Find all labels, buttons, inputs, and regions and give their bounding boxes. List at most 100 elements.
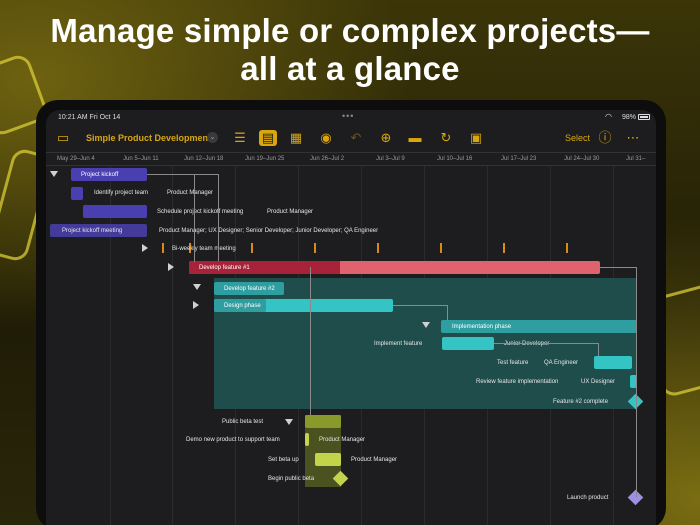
task-label: Public beta test xyxy=(222,419,264,425)
collapse-toggle-icon[interactable] xyxy=(193,284,201,290)
folder-icon[interactable]: ▭ xyxy=(56,130,70,145)
recurring-occurrence[interactable] xyxy=(189,243,191,253)
dependency-line xyxy=(310,267,311,415)
task-bar-schedule-meeting[interactable] xyxy=(83,205,147,218)
task-bar-develop-feature-2[interactable] xyxy=(214,282,284,295)
task-label: Begin public beta xyxy=(268,476,315,482)
task-label: Bi-weekly team meeting xyxy=(172,246,236,252)
gantt-chart: Project kickoff Identify project team Pr… xyxy=(46,166,656,525)
resource-label: Product Manager; UX Designer; Senior Dev… xyxy=(159,228,379,234)
collapse-toggle-icon[interactable] xyxy=(50,171,58,177)
task-label: Review feature implementation xyxy=(476,379,559,385)
recurring-occurrence[interactable] xyxy=(314,243,316,253)
list-outline-icon[interactable]: ☰ xyxy=(234,130,246,145)
timeline-date: Jul 3–Jul 9 xyxy=(376,156,405,162)
recurring-occurrence[interactable] xyxy=(251,243,253,253)
resource-label: UX Designer xyxy=(581,379,616,385)
task-label: Test feature xyxy=(497,360,529,366)
task-label: Project kickoff xyxy=(81,172,119,178)
task-label: Feature #2 complete xyxy=(553,399,609,405)
recurring-occurrence[interactable] xyxy=(162,243,164,253)
grid-line xyxy=(110,166,111,525)
add-icon[interactable]: ⊕ xyxy=(380,130,392,145)
battery-percent: 98% xyxy=(621,114,636,121)
collapse-toggle-icon[interactable] xyxy=(422,322,430,328)
headline: Manage simple or complex projects— all a… xyxy=(0,12,700,88)
task-label: Launch product xyxy=(567,495,609,501)
timeline-header: May 29–Jun 4 Jun 5–Jun 11 Jun 12–Jun 18 … xyxy=(46,152,656,166)
undo-icon[interactable]: ↶ xyxy=(350,130,362,145)
dependency-line xyxy=(494,343,598,344)
task-bar-implementation-phase[interactable] xyxy=(441,320,637,333)
task-bar-review[interactable] xyxy=(630,375,637,388)
expand-toggle-icon[interactable] xyxy=(168,263,174,271)
history-icon[interactable]: ↻ xyxy=(440,130,452,145)
status-bar: 10:21 AM Fri Oct 14 ••• ◠ 98% xyxy=(46,110,656,126)
task-progress-design-phase xyxy=(214,299,266,312)
timeline-date: Jul 31– xyxy=(626,156,646,162)
dependency-line xyxy=(447,305,448,320)
resource-label: Junior Developer xyxy=(504,341,550,347)
multitask-dots-icon[interactable]: ••• xyxy=(342,111,355,121)
calendar-settings-icon[interactable]: ▣ xyxy=(469,130,483,145)
timeline-date: Jun 12–Jun 18 xyxy=(184,156,224,162)
task-label: Set beta up xyxy=(268,457,299,463)
resource-view-icon[interactable]: ▦ xyxy=(289,130,303,145)
recurring-occurrence[interactable] xyxy=(566,243,568,253)
app-screen: 10:21 AM Fri Oct 14 ••• ◠ 98% ▭ Simple P… xyxy=(46,110,656,525)
select-button[interactable]: Select xyxy=(565,133,591,143)
task-bar-demo[interactable] xyxy=(305,433,309,446)
task-label: Project kickoff meeting xyxy=(62,228,123,234)
dependency-line xyxy=(598,343,599,356)
more-icon[interactable]: ⋯ xyxy=(626,130,640,145)
expand-toggle-icon[interactable] xyxy=(142,244,148,252)
resource-label: Product Manager xyxy=(351,457,398,463)
timeline-date: Jun 26–Jul 2 xyxy=(310,156,345,162)
recurring-occurrence[interactable] xyxy=(440,243,442,253)
dependency-line xyxy=(194,174,195,262)
eye-icon[interactable]: ◉ xyxy=(320,130,332,145)
task-bar-identify-team[interactable] xyxy=(71,187,83,200)
task-bar-setup-beta[interactable] xyxy=(315,453,341,466)
recurring-occurrence[interactable] xyxy=(377,243,379,253)
resource-label: Product Manager xyxy=(167,190,214,196)
timeline-date: May 29–Jun 4 xyxy=(57,156,95,162)
timeline-date: Jul 17–Jul 23 xyxy=(501,156,537,162)
headline-line-1: Manage simple or complex projects— xyxy=(50,12,650,49)
status-time: 10:21 AM Fri Oct 14 xyxy=(58,114,121,121)
toolbar: ▭ Simple Product Development ⌄ ☰ ▤ ▦ ◉ ↶… xyxy=(46,126,656,152)
task-bar-kickoff-meeting[interactable] xyxy=(50,224,147,237)
info-icon[interactable]: ⓘ xyxy=(598,130,612,145)
task-label: Develop feature #2 xyxy=(224,286,275,292)
grid-line xyxy=(172,166,173,525)
timeline-date: Jun 19–Jun 25 xyxy=(245,156,285,162)
task-label: Implementation phase xyxy=(452,324,512,330)
task-label: Develop feature #1 xyxy=(199,265,250,271)
task-label: Demo new product to support team xyxy=(186,437,280,443)
gantt-view-icon[interactable]: ▤ xyxy=(259,130,277,146)
dependency-line xyxy=(600,267,636,268)
chevron-down-icon[interactable]: ⌄ xyxy=(207,132,218,143)
task-bar-test-feature[interactable] xyxy=(594,356,632,369)
task-bar-project-kickoff[interactable] xyxy=(71,168,147,181)
dependency-line xyxy=(393,305,448,306)
timeline-date: Jun 5–Jun 11 xyxy=(123,156,159,162)
timeline-date: Jul 24–Jul 30 xyxy=(564,156,600,162)
baseline-icon[interactable]: ▬ xyxy=(408,130,422,145)
wifi-icon: ◠ xyxy=(605,112,612,121)
task-bar-public-beta[interactable] xyxy=(305,415,341,428)
collapse-toggle-icon[interactable] xyxy=(285,419,293,425)
task-progress-develop-feature-1 xyxy=(189,261,340,274)
expand-toggle-icon[interactable] xyxy=(193,301,199,309)
task-bar-implement-feature[interactable] xyxy=(442,337,494,350)
recurring-occurrence[interactable] xyxy=(503,243,505,253)
headline-line-2: all at a glance xyxy=(240,50,460,87)
tablet-frame: 10:21 AM Fri Oct 14 ••• ◠ 98% ▭ Simple P… xyxy=(36,100,666,525)
battery-icon xyxy=(638,114,650,120)
task-label: Implement feature xyxy=(374,341,423,347)
task-label: Design phase xyxy=(224,303,261,309)
resource-label: Product Manager xyxy=(267,209,314,215)
project-title[interactable]: Simple Product Development xyxy=(86,133,212,143)
timeline-date: Jul 10–Jul 16 xyxy=(437,156,473,162)
dependency-line xyxy=(636,267,637,497)
